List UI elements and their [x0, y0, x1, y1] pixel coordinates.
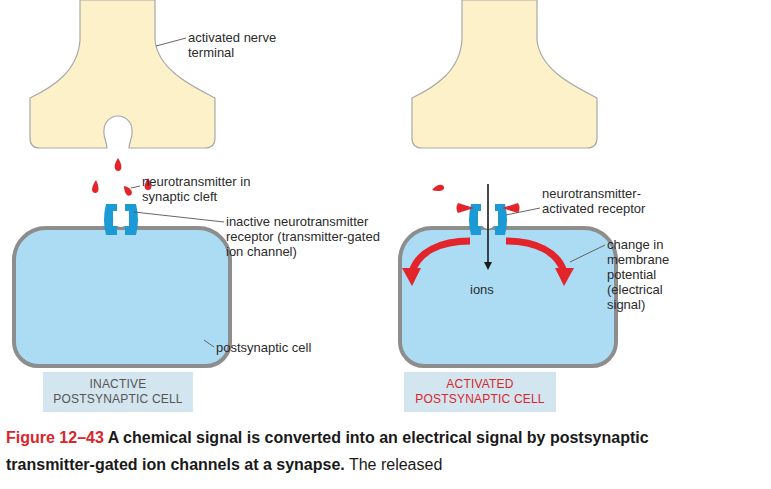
callout-label: postsynaptic cell — [216, 340, 336, 355]
caption-body: The released — [345, 456, 443, 473]
postsynaptic-cell — [12, 226, 232, 368]
ion-flow-arrow — [487, 184, 489, 268]
potential-change-arrows — [402, 241, 574, 286]
band-text: ACTIVATED POSTSYNAPTIC CELL — [404, 377, 556, 407]
callout-label: change in membrane potential (electrical… — [607, 237, 687, 312]
figure-number: Figure 12–43 — [6, 429, 104, 446]
callout-label: neurotransmitter-activated receptor — [542, 186, 672, 216]
closed-ion-channel — [104, 204, 138, 235]
callout-label: inactive neurotransmitter receptor (tran… — [226, 214, 384, 259]
state-band: INACTIVE POSTSYNAPTIC CELL — [43, 372, 193, 412]
callout-label: activated nerve terminal — [188, 30, 308, 60]
figure-caption: Figure 12–43 A chemical signal is conver… — [6, 424, 666, 478]
state-band: ACTIVATED POSTSYNAPTIC CELL — [404, 372, 556, 412]
callout-label: neurotransmitter in synaptic cleft — [142, 174, 272, 204]
nerve-terminal — [30, 0, 215, 148]
ion-label: ions — [470, 282, 494, 297]
band-text: INACTIVE POSTSYNAPTIC CELL — [43, 377, 193, 407]
leader-lines — [131, 38, 605, 347]
postsynaptic-cell: ions — [398, 226, 618, 368]
open-ion-channel — [457, 203, 520, 235]
nerve-terminal — [412, 0, 597, 148]
